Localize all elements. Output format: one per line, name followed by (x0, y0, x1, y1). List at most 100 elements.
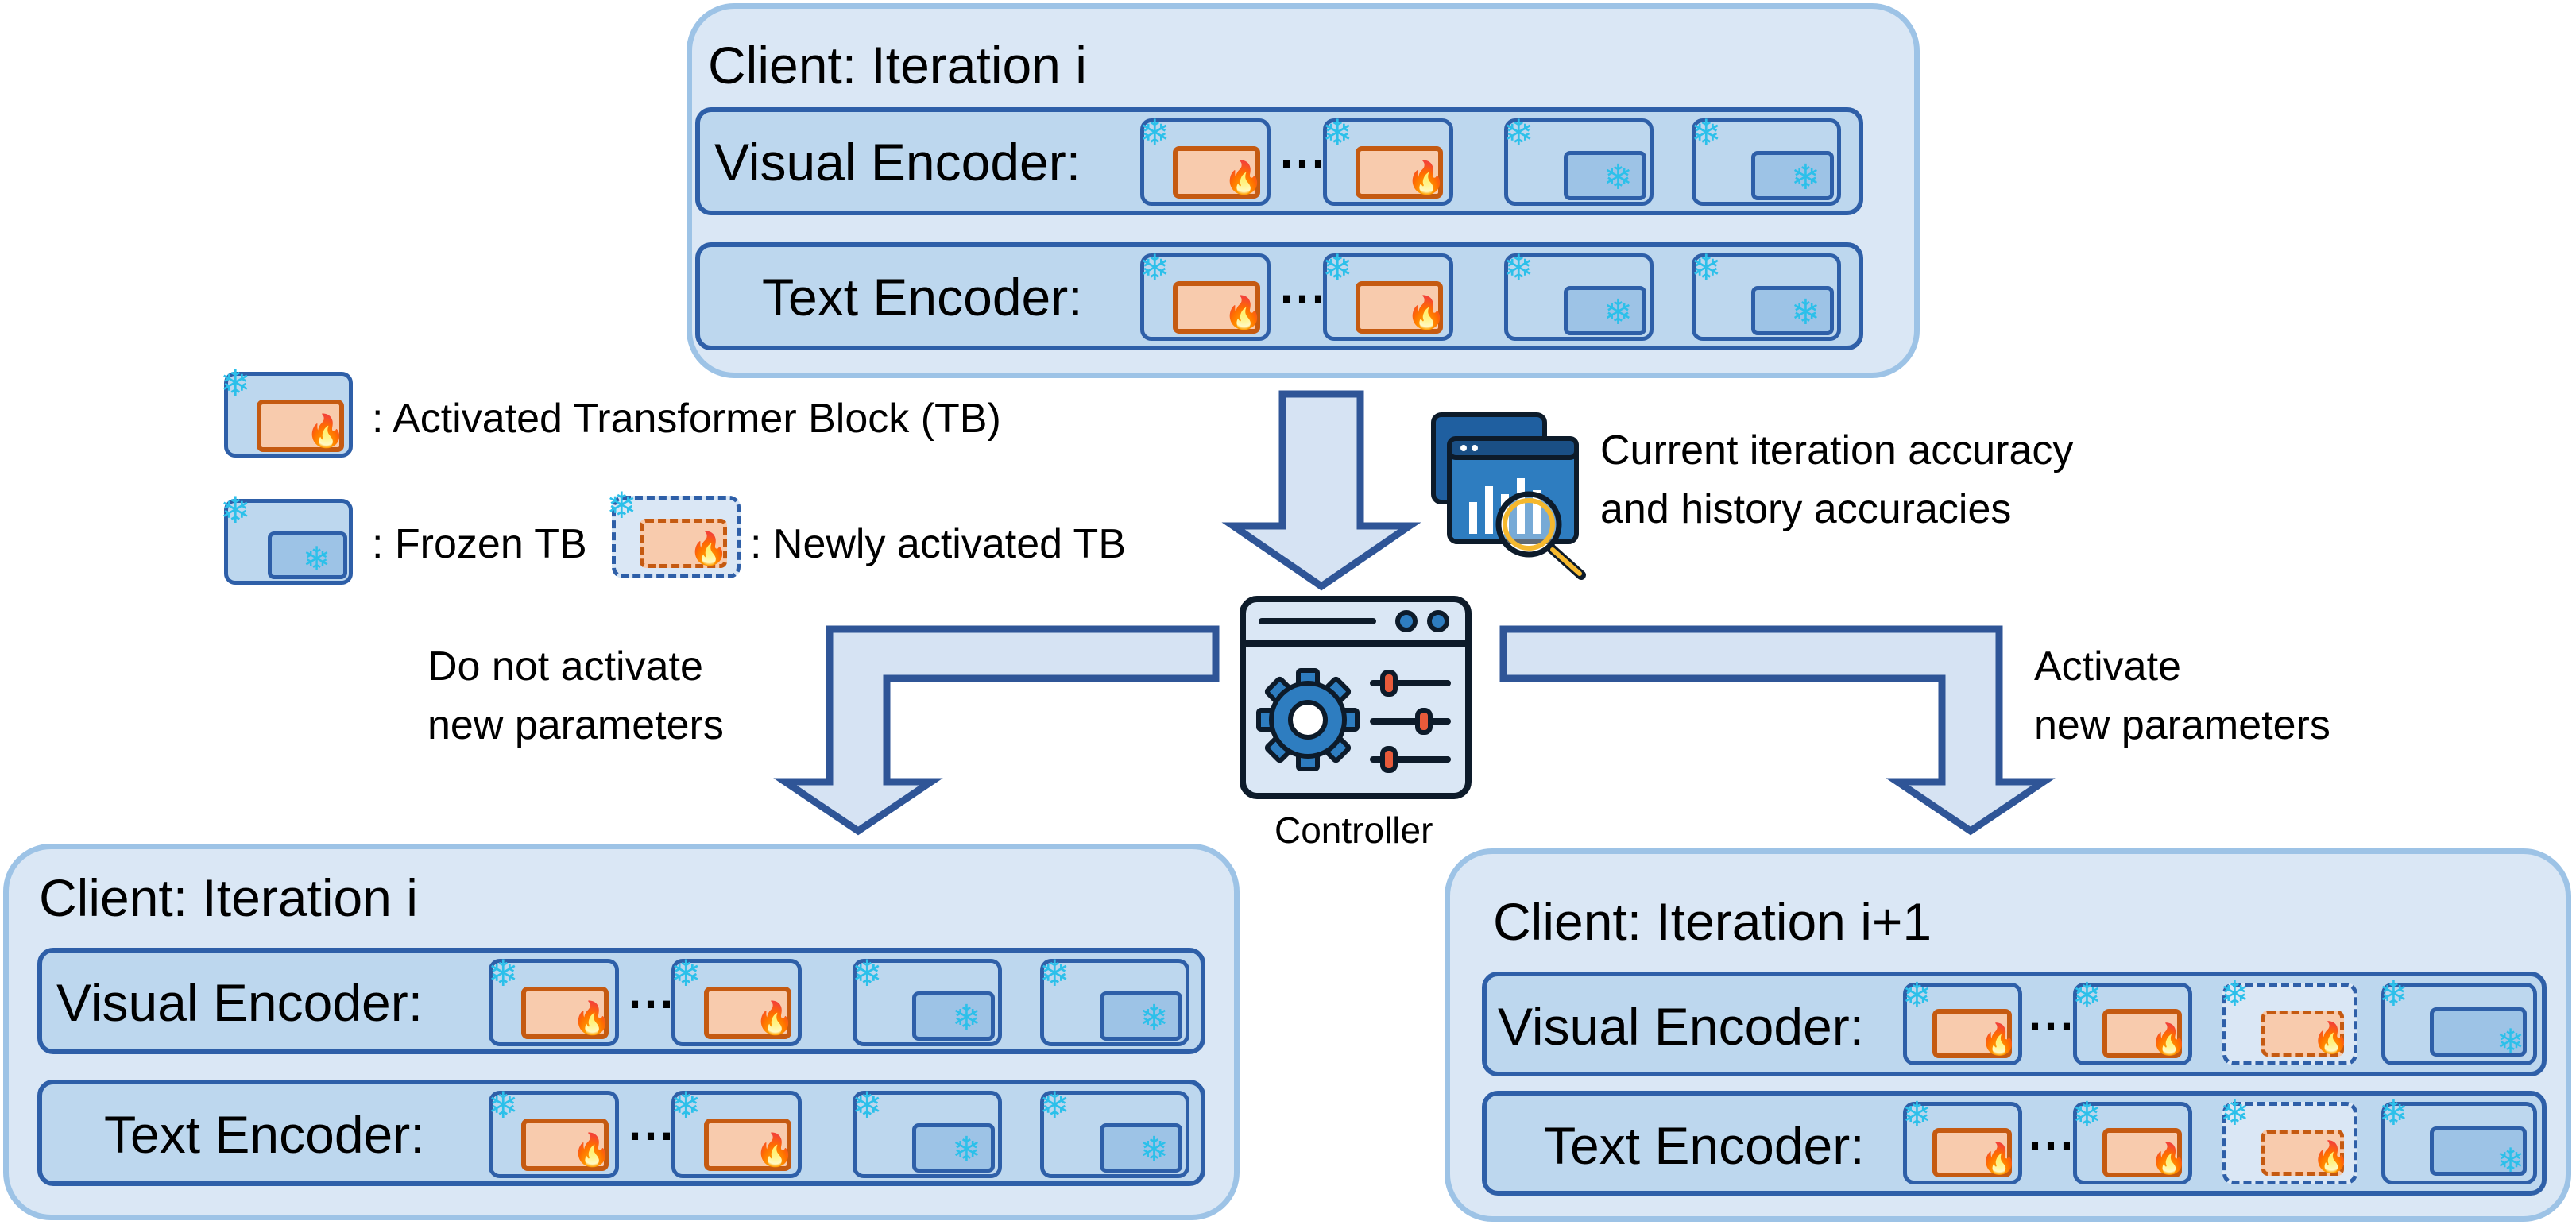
snowflake-icon: ❄ (2220, 975, 2249, 1014)
accuracy-note-line2: and history accuracies (1600, 486, 2012, 532)
snowflake-icon: ❄ (488, 953, 519, 994)
flame-icon: 🔥 (2150, 1023, 2188, 1057)
right-branch-arrow (1499, 625, 2056, 836)
flame-icon: 🔥 (755, 1133, 795, 1168)
accuracy-note-line1: Current iteration accuracy (1600, 427, 2074, 473)
snowflake-icon: ❄ (952, 999, 981, 1038)
visual-encoder-label: Visual Encoder: (714, 133, 1081, 191)
newly-activated-block: ❄ 🔥 (2220, 1096, 2357, 1184)
top-client-title: Client: Iteration i (708, 36, 1087, 95)
frozen-block: ❄ ❄ (1039, 955, 1189, 1046)
down-arrow (1221, 390, 1421, 591)
flame-icon: 🔥 (306, 414, 346, 449)
activated-block: ❄ 🔥 (1322, 114, 1453, 206)
snowflake-icon: ❄ (1503, 112, 1534, 153)
bottom-right-client-title: Client: Iteration i+1 (1493, 892, 1932, 951)
bottom-left-client-title: Client: Iteration i (39, 868, 418, 927)
activated-block: ❄ 🔥 (671, 1087, 802, 1178)
snowflake-icon: ❄ (1503, 247, 1534, 288)
snowflake-icon: ❄ (1139, 1130, 1169, 1169)
ellipsis: ⋯ (1278, 136, 1326, 189)
snowflake-icon: ❄ (2072, 976, 2102, 1015)
snowflake-icon: ❄ (2220, 1094, 2249, 1133)
flame-icon: 🔥 (572, 1001, 612, 1036)
text-encoder-label: Text Encoder: (1544, 1116, 1865, 1175)
activated-block: ❄ 🔥 (488, 955, 619, 1046)
flame-icon: 🔥 (1406, 296, 1446, 330)
snowflake-icon: ❄ (220, 489, 251, 531)
left-branch-line1: Do not activate (427, 643, 703, 690)
frozen-block: ❄ ❄ (1691, 114, 1841, 206)
activated-block: ❄ 🔥 (1139, 114, 1271, 206)
snowflake-icon: ❄ (1902, 976, 1932, 1015)
bottom-right-client-panel: Client: Iteration i+1 Visual Encoder: ❄ … (1445, 848, 2571, 1222)
flame-icon: 🔥 (572, 1133, 612, 1168)
flame-icon: 🔥 (755, 1001, 795, 1036)
flame-icon: 🔥 (1980, 1142, 2018, 1176)
ellipsis: ⋯ (1278, 271, 1326, 324)
snowflake-icon: ❄ (852, 953, 883, 994)
flame-icon: 🔥 (1406, 160, 1446, 195)
frozen-block: ❄ ❄ (1503, 114, 1654, 206)
snowflake-icon: ❄ (1603, 293, 1633, 332)
legend-newly-text: : Newly activated TB (750, 521, 1127, 567)
activated-block: ❄ 🔥 (1139, 249, 1271, 341)
activated-block: ❄ 🔥 (1902, 979, 2022, 1065)
snowflake-icon: ❄ (606, 485, 637, 526)
right-branch-line1: Activate (2034, 643, 2181, 690)
flame-icon: 🔥 (2312, 1022, 2350, 1055)
ellipsis: ⋯ (2027, 1118, 2075, 1171)
snowflake-icon: ❄ (1691, 112, 1722, 153)
newly-activated-block: ❄ 🔥 (2220, 977, 2357, 1065)
controller-label: Controller (1274, 810, 1433, 851)
top-text-encoder-row: Text Encoder: ❄ 🔥 ⋯ ❄ 🔥 ❄ ❄ ❄ ❄ (695, 242, 1863, 350)
activated-block: ❄ 🔥 (671, 955, 802, 1046)
top-client-panel: Client: Iteration i Visual Encoder: ❄ 🔥 … (687, 3, 1920, 378)
snowflake-icon: ❄ (2497, 1142, 2525, 1179)
ellipsis: ⋯ (2027, 999, 2075, 1052)
snowflake-icon: ❄ (1691, 247, 1722, 288)
right-branch-line2: new parameters (2034, 702, 2330, 748)
activated-block: ❄ 🔥 (1902, 1098, 2022, 1184)
frozen-block: ❄ ❄ (852, 955, 1002, 1046)
legend-activated-swatch: ❄ 🔥 (220, 365, 353, 458)
flame-icon: 🔥 (2312, 1141, 2350, 1174)
frozen-block: ❄ ❄ (852, 1087, 1002, 1178)
activated-block: ❄ 🔥 (2072, 979, 2192, 1065)
snowflake-icon: ❄ (1791, 158, 1820, 197)
snowflake-icon: ❄ (1039, 1084, 1070, 1126)
flame-icon: 🔥 (1980, 1023, 2018, 1057)
snowflake-icon: ❄ (488, 1084, 519, 1126)
bottom-left-text-encoder-row: Text Encoder: ❄ 🔥 ⋯ ❄ 🔥 ❄ ❄ ❄ ❄ (37, 1080, 1205, 1186)
snowflake-icon: ❄ (1039, 953, 1070, 994)
frozen-block: ❄ ❄ (1503, 249, 1654, 341)
snowflake-icon: ❄ (1902, 1096, 1932, 1134)
bottom-right-visual-encoder-row: Visual Encoder: ❄ 🔥 ⋯ ❄ 🔥 ❄ 🔥 ❄ ❄ (1482, 972, 2547, 1076)
activated-block: ❄ 🔥 (1322, 249, 1453, 341)
legend-newly-swatch: ❄ 🔥 (606, 487, 741, 578)
snowflake-icon: ❄ (852, 1084, 883, 1126)
frozen-block: ❄ ❄ (2379, 1096, 2537, 1184)
snowflake-icon: ❄ (2379, 1094, 2408, 1133)
legend-activated-text: : Activated Transformer Block (TB) (372, 396, 1001, 442)
flame-icon: 🔥 (1224, 296, 1263, 330)
snowflake-icon: ❄ (2497, 1022, 2525, 1060)
visual-encoder-label: Visual Encoder: (56, 973, 424, 1032)
activated-block: ❄ 🔥 (2072, 1098, 2192, 1184)
snowflake-icon: ❄ (1139, 247, 1170, 288)
text-encoder-label: Text Encoder: (762, 268, 1083, 327)
visual-encoder-label: Visual Encoder: (1498, 997, 1865, 1056)
ellipsis: ⋯ (627, 976, 675, 1030)
snowflake-icon: ❄ (303, 540, 331, 578)
bottom-left-visual-encoder-row: Visual Encoder: ❄ 🔥 ⋯ ❄ 🔥 ❄ ❄ ❄ ❄ (37, 948, 1205, 1054)
flame-icon: 🔥 (1224, 160, 1263, 195)
flame-icon: 🔥 (689, 531, 729, 566)
snowflake-icon: ❄ (1322, 112, 1353, 153)
frozen-block: ❄ ❄ (1039, 1087, 1189, 1178)
snowflake-icon: ❄ (1791, 293, 1820, 332)
left-branch-line2: new parameters (427, 702, 724, 748)
snowflake-icon: ❄ (671, 1084, 702, 1126)
snowflake-icon: ❄ (2072, 1096, 2102, 1134)
snowflake-icon: ❄ (1139, 112, 1170, 153)
